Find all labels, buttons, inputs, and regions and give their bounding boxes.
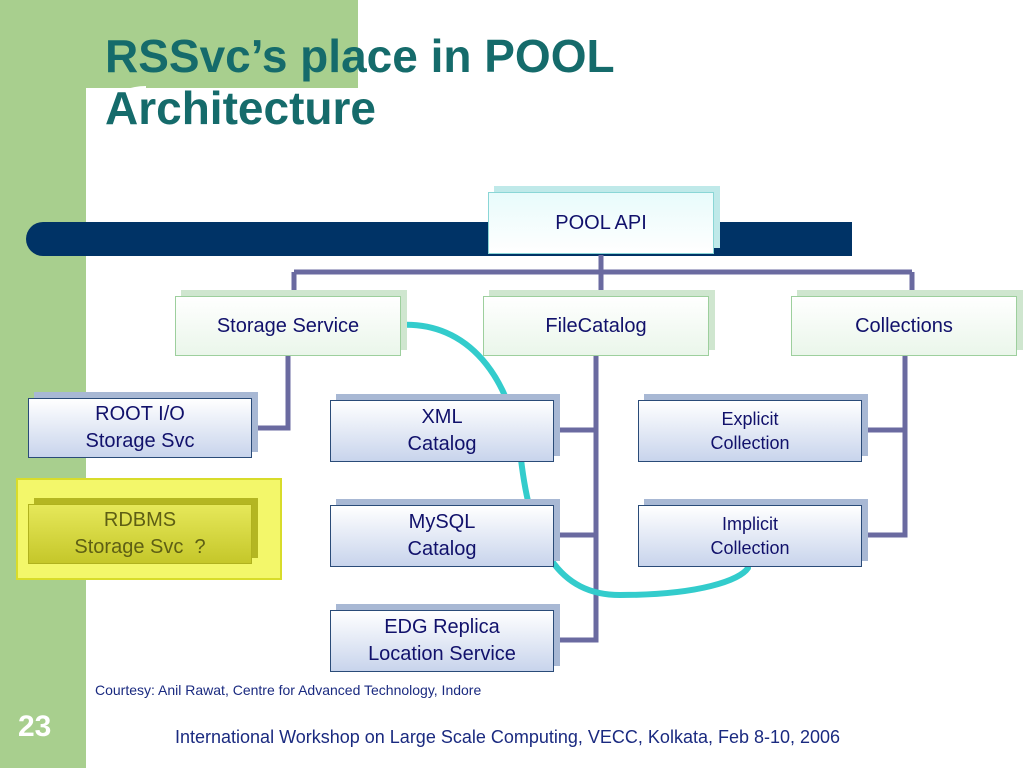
connector-to-root-io bbox=[253, 356, 291, 431]
storage-service-label: Storage Service bbox=[216, 314, 360, 337]
sidebar-strip bbox=[0, 0, 86, 768]
connector-collections-trunk bbox=[867, 356, 908, 538]
xml-catalog-line2: Catalog bbox=[407, 433, 477, 455]
edg-replica-line1: EDG Replica bbox=[384, 616, 500, 638]
header-bar bbox=[26, 222, 852, 256]
pool-api-label: POOL API bbox=[555, 211, 647, 234]
storage-service-box: Storage Service bbox=[175, 296, 401, 356]
rdbms-box: RDBMS Storage Svc ? bbox=[28, 504, 252, 564]
explicit-collection-box: Explicit Collection bbox=[638, 400, 862, 462]
slide-title: RSSvc’s place in POOL Architecture bbox=[105, 30, 614, 134]
explicit-collection-line2: Collection bbox=[710, 433, 790, 453]
slide-footer: International Workshop on Large Scale Co… bbox=[175, 727, 841, 747]
filecatalog-label: FileCatalog bbox=[545, 314, 647, 337]
root-io-box: ROOT I/O Storage Svc bbox=[28, 398, 252, 458]
mysql-catalog-line2: Catalog bbox=[407, 538, 477, 560]
pool-api-box: POOL API bbox=[488, 192, 714, 254]
edg-replica-line2: Location Service bbox=[368, 643, 516, 665]
implicit-collection-line1: Implicit bbox=[721, 514, 778, 534]
implicit-collection-box: Implicit Collection bbox=[638, 505, 862, 567]
collections-label: Collections bbox=[855, 314, 953, 337]
edg-replica-box: EDG Replica Location Service bbox=[330, 610, 554, 672]
rdbms-line2: Storage Svc ? bbox=[74, 536, 206, 558]
mysql-catalog-line1: MySQL bbox=[408, 511, 476, 533]
filecatalog-box: FileCatalog bbox=[483, 296, 709, 356]
top-corner-band bbox=[86, 0, 358, 88]
explicit-collection-line1: Explicit bbox=[721, 409, 779, 429]
root-io-line1: ROOT I/O bbox=[95, 403, 185, 425]
xml-catalog-box: XML Catalog bbox=[330, 400, 554, 462]
root-io-line2: Storage Svc bbox=[85, 430, 195, 452]
mysql-catalog-box: MySQL Catalog bbox=[330, 505, 554, 567]
connector-filecatalog-trunk bbox=[558, 356, 599, 643]
rdbms-line1: RDBMS bbox=[103, 509, 177, 531]
collections-box: Collections bbox=[791, 296, 1017, 356]
xml-catalog-line1: XML bbox=[421, 406, 463, 428]
courtesy-note: Courtesy: Anil Rawat, Centre for Advance… bbox=[95, 682, 482, 698]
implicit-collection-line2: Collection bbox=[710, 538, 790, 558]
slide-number: 23 bbox=[18, 710, 52, 743]
